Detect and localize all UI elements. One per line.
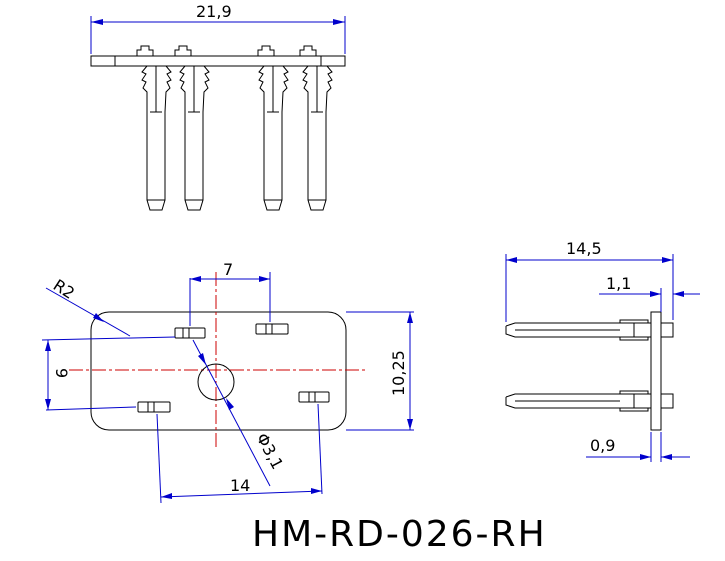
dim-flange-offset-label: 1,1 [606, 274, 631, 293]
dim-flange-thickness-label: 0,9 [590, 436, 615, 455]
front-view-outline [90, 311, 347, 431]
front-view: 7 R2 9 10,25 [41, 260, 414, 504]
side-upper-pin [505, 319, 674, 341]
dim-flange-thickness: 0,9 [586, 432, 690, 462]
top-view: 21,9 [90, 2, 346, 211]
dim-pin-spacing-label: 7 [223, 260, 233, 279]
dim-vertical-spacing: 9 [41, 336, 176, 411]
top-pin-2 [179, 65, 210, 211]
top-view-plate [90, 55, 346, 67]
dim-flange-offset: 1,1 [599, 274, 700, 312]
dim-side-length-label: 14,5 [566, 239, 602, 258]
slot-lower-right [298, 391, 330, 403]
dim-corner-radius: R2 [45, 275, 131, 337]
dim-vertical-spacing-label: 9 [52, 368, 71, 378]
center-hole [197, 363, 235, 401]
dim-horizontal-spacing-label: 14 [230, 476, 250, 495]
slot-upper-left [174, 327, 206, 339]
top-view-pins [141, 65, 333, 211]
side-lower-pin [505, 390, 674, 412]
top-pin-1 [141, 65, 172, 211]
drawing-title: HM-RD-026-RH [252, 514, 547, 555]
dim-top-width-label: 21,9 [196, 2, 232, 21]
dim-hole-diameter: Φ3,1 [192, 339, 287, 487]
dim-pin-spacing: 7 [189, 260, 271, 326]
front-view-slots [137, 323, 330, 413]
dim-corner-radius-label: R2 [50, 275, 78, 303]
side-view: 14,5 1,1 0,9 [505, 239, 700, 462]
dim-horizontal-spacing: 14 [156, 403, 323, 504]
top-pin-3 [258, 65, 289, 211]
slot-upper-right [255, 323, 289, 335]
side-view-flange [650, 311, 662, 431]
dim-height: 10,25 [346, 311, 414, 431]
dim-top-width: 21,9 [90, 2, 346, 54]
dim-side-length: 14,5 [505, 239, 674, 322]
dim-height-label: 10,25 [389, 350, 408, 396]
top-pin-4 [302, 65, 333, 211]
top-view-tabs [136, 45, 317, 56]
slot-lower-left [137, 401, 171, 413]
dim-hole-diameter-label: Φ3,1 [252, 430, 287, 473]
